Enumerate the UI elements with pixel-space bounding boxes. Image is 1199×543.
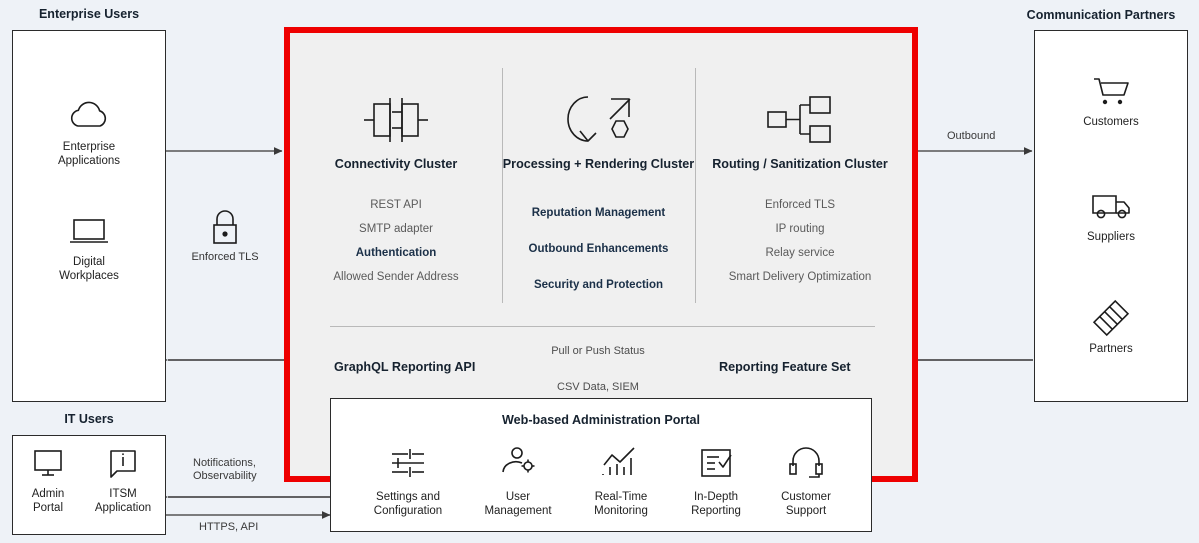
- info-bubble-icon: [78, 443, 168, 483]
- cluster-item: Reputation Management: [531, 207, 666, 219]
- actor-label: Partners: [1089, 343, 1133, 355]
- actor-customers: Customers: [1051, 71, 1171, 129]
- actor-partners: Partners: [1051, 298, 1171, 356]
- checklist-icon: [661, 441, 771, 485]
- cluster-item: Authentication: [355, 247, 437, 259]
- csv-data-siem-label: CSV Data, SIEM: [557, 381, 639, 393]
- cloud-icon: [29, 96, 149, 136]
- cluster-title: Processing + Rendering Cluster: [502, 157, 695, 171]
- cluster-item: Smart Delivery Optimization: [728, 271, 872, 283]
- shopping-cart-icon: [1051, 71, 1171, 111]
- connector-plug-icon: [290, 89, 502, 151]
- conn-line-2: Observability: [193, 470, 257, 482]
- cluster-routing-sanitization: Routing / Sanitization Cluster Enforced …: [695, 89, 905, 289]
- process-render-icon: [502, 89, 695, 151]
- cluster-item: Relay service: [765, 247, 835, 259]
- graphql-reporting-api-label: GraphQL Reporting API: [334, 360, 476, 374]
- reporting-divider: [330, 326, 875, 327]
- routing-tree-icon: [695, 89, 905, 151]
- truck-icon: [1051, 186, 1171, 226]
- headset-icon: [751, 441, 861, 485]
- pull-push-status-label: Pull or Push Status: [551, 345, 645, 357]
- it-users-caption: IT Users: [64, 412, 114, 426]
- cluster-item: Enforced TLS: [764, 199, 836, 211]
- cluster-item: IP routing: [775, 223, 825, 235]
- cluster-title: Routing / Sanitization Cluster: [712, 157, 888, 171]
- actor-suppliers: Suppliers: [1051, 186, 1171, 244]
- cluster-item: Allowed Sender Address: [333, 271, 459, 283]
- cluster-processing-rendering: Processing + Rendering Cluster Reputatio…: [502, 89, 695, 303]
- conn-line-1: Notifications,: [193, 457, 256, 469]
- cluster-items: Reputation Management Outbound Enhanceme…: [502, 195, 695, 303]
- sliders-icon: [353, 441, 463, 485]
- cluster-item: Outbound Enhancements: [528, 243, 669, 255]
- enterprise-users-caption: Enterprise Users: [38, 7, 140, 21]
- communication-partners-caption: Communication Partners: [1026, 8, 1176, 22]
- laptop-icon: [29, 211, 149, 251]
- cluster-item: SMTP adapter: [359, 223, 433, 235]
- reporting-feature-set-label: Reporting Feature Set: [719, 360, 851, 374]
- portal-title: Web-based Administration Portal: [501, 413, 701, 427]
- line-chart-icon: [566, 441, 676, 485]
- actor-label: Suppliers: [1087, 231, 1135, 243]
- padlock-icon: [170, 208, 280, 248]
- https-api-label: HTTPS, API: [199, 521, 259, 533]
- cluster-title: Connectivity Cluster: [334, 157, 458, 171]
- communication-partners-box: Customers Suppliers: [1034, 30, 1188, 402]
- cluster-items: Enforced TLS IP routing Relay service Sm…: [695, 193, 905, 289]
- monitor-icon: [8, 443, 88, 483]
- user-gear-icon: [463, 441, 573, 485]
- enforced-tls-group: Enforced TLS: [170, 208, 280, 263]
- outbound-label: Outbound: [947, 130, 996, 142]
- handshake-icon: [1051, 298, 1171, 338]
- notifications-observability-label: Notifications, Observability: [193, 457, 257, 483]
- cluster-item: Security and Protection: [533, 279, 664, 291]
- enforced-tls-label: Enforced TLS: [191, 251, 259, 263]
- actor-label: Customers: [1083, 116, 1139, 128]
- cluster-connectivity: Connectivity Cluster REST API SMTP adapt…: [290, 89, 502, 289]
- cluster-item: REST API: [370, 199, 422, 211]
- cluster-items: REST API SMTP adapter Authentication All…: [290, 193, 502, 289]
- cluster-divider-1: [502, 68, 503, 303]
- administration-portal-box: Web-based Administration Portal Settings…: [330, 398, 872, 532]
- cluster-divider-2: [695, 68, 696, 303]
